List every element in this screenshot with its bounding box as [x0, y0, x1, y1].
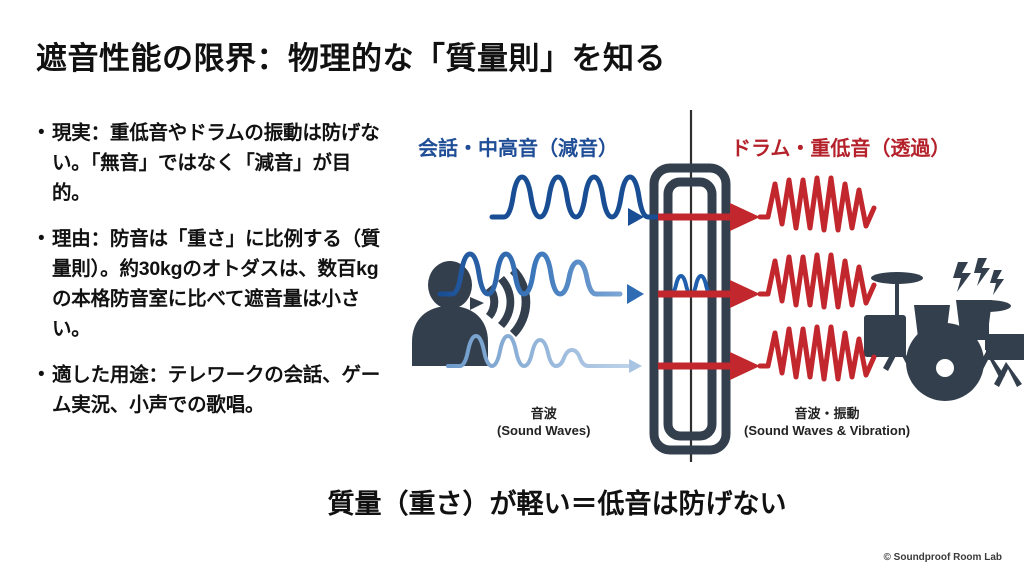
bullet-text: 適した用途：テレワークの会話、ゲーム実況、小声での歌唱。	[52, 364, 381, 416]
caption-left-jp: 音波	[530, 406, 557, 421]
diagram-heading-left: 会話・中高音（減音）	[418, 138, 618, 160]
bullet-text: 現実：重低音やドラムの振動は防げない。「無音」ではなく「減音」が目的。	[52, 122, 380, 204]
sound-wave-blue-row1	[489, 174, 665, 226]
copyright-footer: © Soundproof Room Lab	[883, 552, 1002, 563]
list-item: • 適した用途：テレワークの会話、ゲーム実況、小声での歌唱。	[38, 360, 388, 420]
caption-right-en: (Sound Waves & Vibration)	[744, 423, 911, 438]
soundproofing-diagram	[392, 110, 1024, 470]
sound-wave-blue-row3	[446, 333, 642, 373]
bullet-marker-icon: •	[38, 228, 45, 249]
list-item: • 現実：重低音やドラムの振動は防げない。「無音」ではなく「減音」が目的。	[38, 118, 388, 208]
transmission-arrow-row2	[658, 280, 760, 308]
caption-left: 音波 (Sound Waves)	[497, 405, 590, 439]
bottom-statement-text: 質量（重さ）が軽い＝低音は防げない	[327, 489, 787, 519]
bullet-list: • 現実：重低音やドラムの振動は防げない。「無音」ではなく「減音」が目的。 • …	[38, 118, 388, 436]
transmission-arrow-row1	[658, 203, 760, 231]
drum-kit-icon	[864, 258, 1024, 401]
soundproof-booth-wall	[649, 163, 731, 455]
person-speaking-icon	[412, 261, 531, 366]
transmission-arrow-row3	[658, 352, 760, 380]
sound-wave-red-row3	[757, 324, 877, 382]
caption-right-jp: 音波・振動	[794, 406, 860, 421]
bottom-statement: 質量（重さ）が軽い＝低音は防げない	[0, 482, 1024, 521]
bullet-marker-icon: •	[38, 364, 45, 385]
sound-wave-red-row2	[757, 252, 877, 310]
bullet-marker-icon: •	[38, 122, 45, 143]
bullet-text: 理由：防音は「重さ」に比例する（質量則）。約30kgのオトダスは、数百kgの本格…	[52, 228, 381, 340]
caption-right: 音波・振動 (Sound Waves & Vibration)	[744, 405, 910, 439]
sound-wave-red-row1	[757, 175, 877, 233]
caption-left-en: (Sound Waves)	[497, 423, 591, 438]
list-item: • 理由：防音は「重さ」に比例する（質量則）。約30kgのオトダスは、数百kgの…	[38, 224, 388, 344]
page-title: 遮音性能の限界：物理的な「質量則」を知る	[36, 41, 666, 76]
diagram-heading-right: ドラム・重低音（透過）	[731, 138, 951, 160]
